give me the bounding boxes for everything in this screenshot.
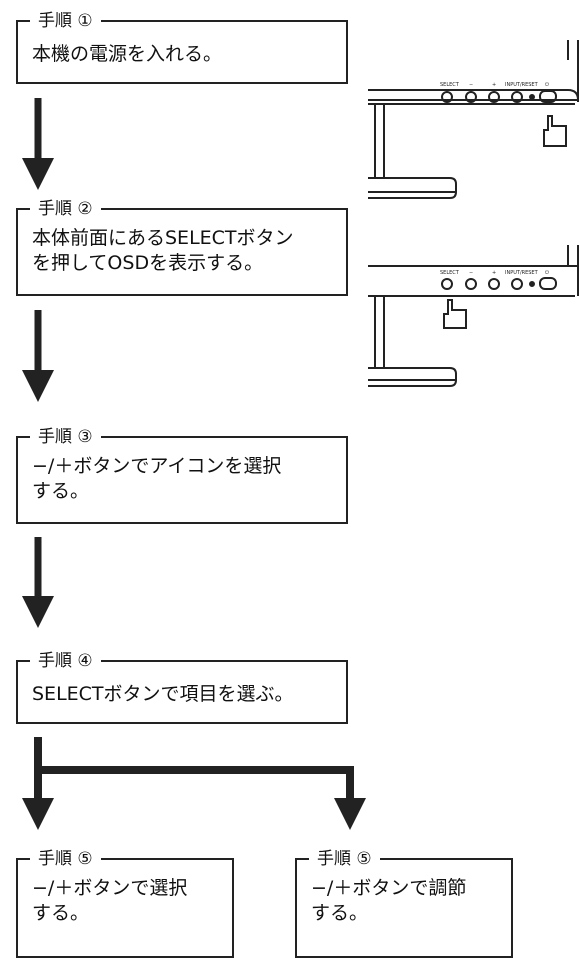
arrow-4-left-head — [22, 798, 54, 830]
step-4-text: SELECTボタンで項目を選ぶ。 — [32, 683, 294, 705]
step-2-text: 本体前面にあるSELECTボタン を押してOSDを表示する。 — [32, 227, 294, 274]
step-4-label: 手順 ④ — [30, 649, 101, 673]
step-4-box: 手順 ④ SELECTボタンで項目を選ぶ。 — [16, 649, 348, 724]
step-5a-box: 手順 ⑤ −/＋ボタンで選択 する。 — [16, 847, 234, 958]
step-1-label: 手順 ① — [30, 9, 101, 33]
svg-text:−: − — [469, 82, 473, 88]
step-3-box: 手順 ③ −/＋ボタンでアイコンを選択 する。 — [16, 425, 348, 524]
arrow-2-head — [22, 370, 54, 402]
svg-text:⏻: ⏻ — [545, 270, 549, 276]
step-5b-text: −/＋ボタンで調節 する。 — [311, 877, 467, 924]
step-5a-label: 手順 ⑤ — [30, 847, 101, 871]
btn-label-select-1: SELECT — [440, 82, 460, 88]
step-5b-box: 手順 ⑤ −/＋ボタンで調節 する。 — [295, 847, 513, 958]
step-5b-label: 手順 ⑤ — [309, 847, 380, 871]
finger-icon-2 — [443, 299, 467, 329]
step-2-label: 手順 ② — [30, 197, 101, 221]
arrow-1-head — [22, 158, 54, 190]
monitor-illustration-2 — [368, 245, 579, 387]
finger-icon-1 — [543, 115, 567, 147]
svg-text:INPUT/RESET: INPUT/RESET — [505, 82, 539, 88]
svg-text:+: + — [492, 270, 496, 276]
svg-text:SELECT: SELECT — [440, 270, 460, 276]
arrow-4-right-head — [334, 798, 366, 830]
step-1-box: 手順 ① 本機の電源を入れる。 — [16, 9, 348, 84]
step-2-box: 手順 ② 本体前面にあるSELECTボタン を押してOSDを表示する。 — [16, 197, 348, 296]
step-3-label: 手順 ③ — [30, 425, 101, 449]
svg-text:+: + — [492, 82, 496, 88]
step-5a-text: −/＋ボタンで選択 する。 — [32, 877, 188, 924]
step-3-text: −/＋ボタンでアイコンを選択 する。 — [32, 455, 282, 502]
svg-text:INPUT/RESET: INPUT/RESET — [505, 270, 539, 276]
monitor-illustration-1 — [368, 40, 579, 199]
arrow-3-head — [22, 596, 54, 628]
svg-text:−: − — [469, 270, 473, 276]
svg-text:⏻: ⏻ — [545, 82, 549, 88]
step-1-text: 本機の電源を入れる。 — [32, 43, 223, 65]
branch-connector — [34, 737, 354, 800]
